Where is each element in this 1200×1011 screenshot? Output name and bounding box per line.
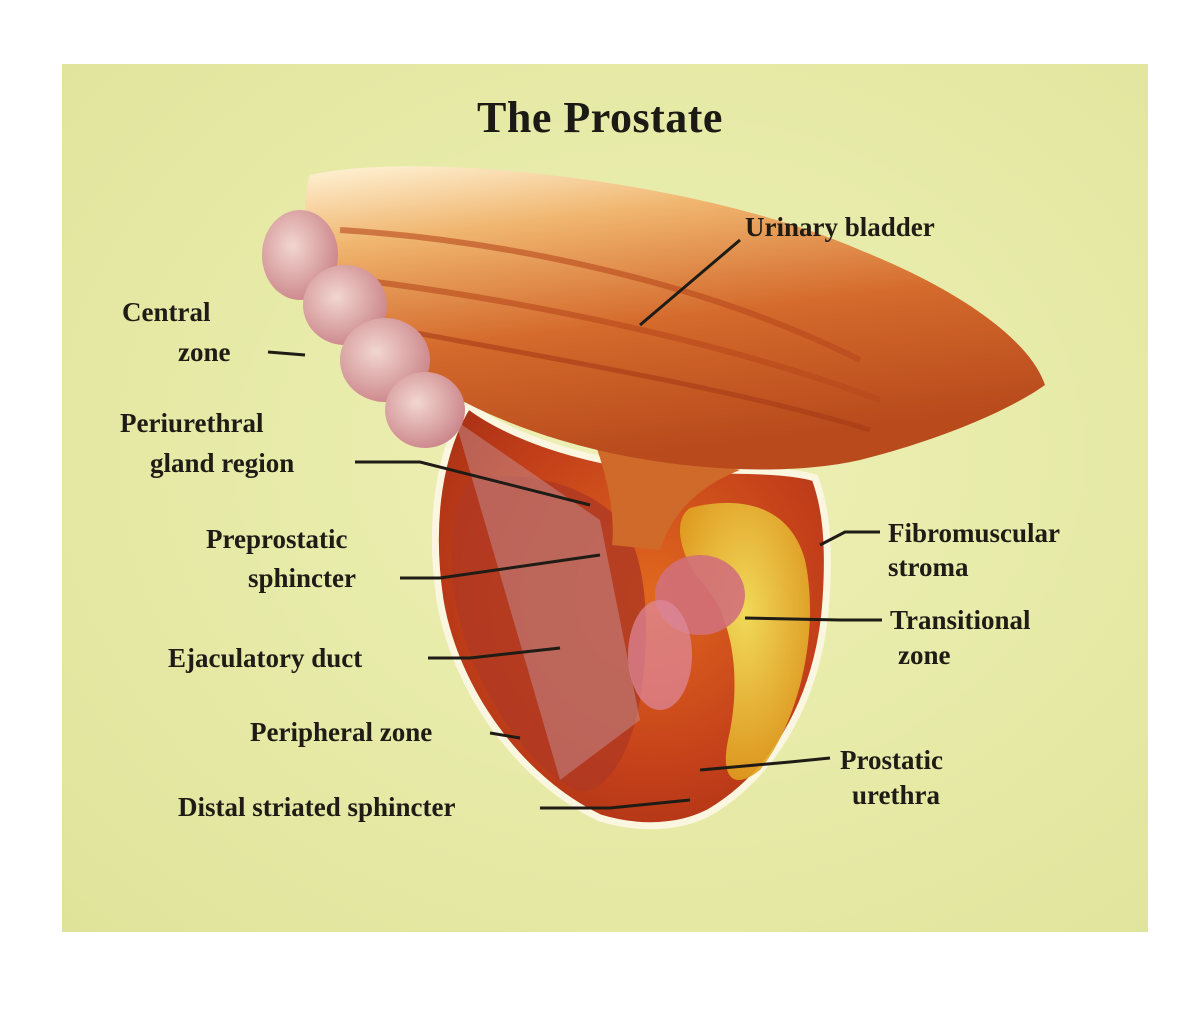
label-periurethral-line1: Periurethral — [120, 408, 264, 438]
label-preprostatic-line2: sphincter — [248, 563, 356, 593]
urethra-tissue-shape — [628, 600, 692, 710]
label-periurethral-line2: gland region — [150, 448, 295, 478]
label-urinary-bladder: Urinary bladder — [745, 212, 935, 242]
label-fibromuscular-line1: Fibromuscular — [888, 518, 1061, 548]
leader-lines — [267, 238, 882, 810]
label-fibromuscular-line2: stroma — [888, 552, 969, 582]
label-prostatic-urethra-line2: urethra — [852, 780, 940, 810]
label-peripheral-zone: Peripheral zone — [250, 717, 433, 747]
label-central-zone-line2: zone — [178, 337, 231, 367]
label-transitional-line1: Transitional — [890, 605, 1031, 635]
label-prostatic-urethra-line1: Prostatic — [840, 745, 943, 775]
label-distal-striated-sphincter: Distal striated sphincter — [178, 792, 456, 822]
preprostatic-sphincter-shape — [455, 420, 640, 780]
label-ejaculatory-duct: Ejaculatory duct — [168, 643, 363, 673]
label-central-zone-line1: Central — [122, 297, 211, 327]
seminal-vesicle-shape — [262, 210, 465, 448]
label-preprostatic-line1: Preprostatic — [206, 524, 348, 554]
diagram-title: The Prostate — [477, 93, 723, 142]
label-transitional-line2: zone — [898, 640, 951, 670]
